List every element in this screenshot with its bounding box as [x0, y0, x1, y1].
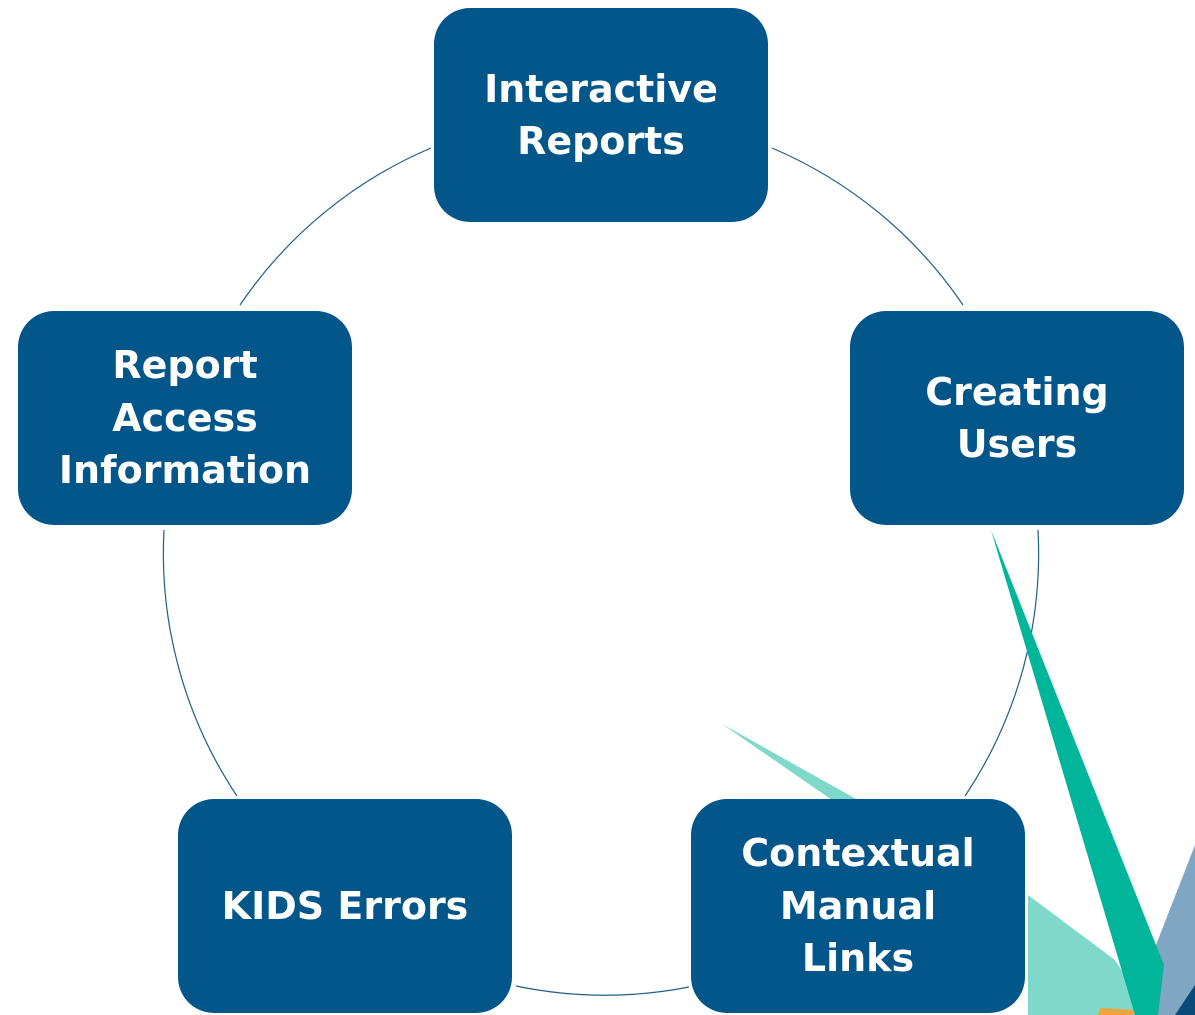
- node-contextual-manual-links: Contextual Manual Links: [691, 799, 1025, 1013]
- mint-shard-lower: [1028, 895, 1150, 1015]
- node-label: Interactive Reports: [484, 66, 718, 163]
- node-label: Report Access Information: [58, 343, 312, 493]
- decorative-shards: [722, 530, 1195, 1015]
- connector-arc-3-4: [515, 985, 690, 996]
- connector-arcs: [162, 147, 1040, 996]
- connector-arc-4-5: [162, 529, 238, 797]
- connector-arc-5-1: [239, 147, 432, 306]
- node-interactive-reports: Interactive Reports: [434, 8, 768, 222]
- connector-arc-2-3: [964, 529, 1040, 797]
- node-report-access-information: Report Access Information: [18, 311, 352, 525]
- node-label: Contextual Manual Links: [741, 831, 975, 981]
- connector-arc-1-2: [771, 147, 964, 306]
- teal-shard: [991, 530, 1164, 1015]
- node-label: KIDS Errors: [221, 883, 469, 928]
- node-creating-users: Creating Users: [850, 311, 1184, 525]
- node-label: Creating Users: [925, 369, 1109, 466]
- mint-shard-upper: [722, 724, 858, 800]
- node-kids-errors: KIDS Errors: [178, 799, 512, 1013]
- navy-shard: [1175, 985, 1195, 1015]
